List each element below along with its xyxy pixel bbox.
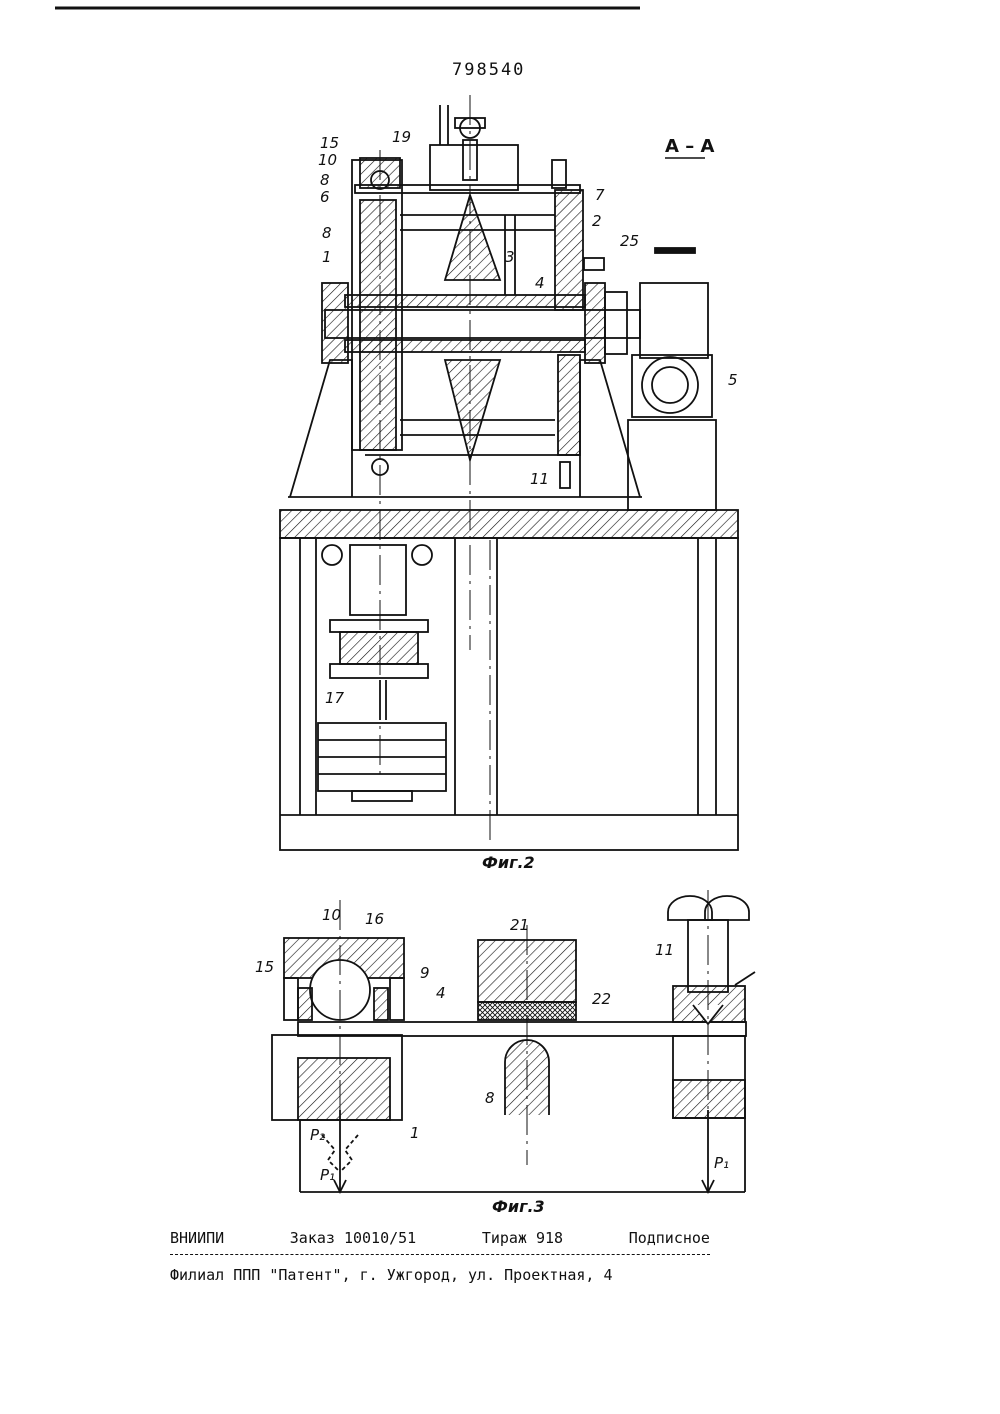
- fig3-label-16: 16: [365, 910, 384, 928]
- fig2-label-4: 4: [535, 274, 545, 292]
- fig2-label-25: 25: [620, 232, 639, 250]
- footer-subscription: Подписное: [629, 1228, 710, 1248]
- footer-order: Заказ 10010/51: [290, 1228, 416, 1248]
- figure-3-caption: Фиг.3: [492, 1197, 545, 1216]
- fig3-label-11: 11: [655, 941, 674, 959]
- fig3-label-4: 4: [436, 984, 446, 1002]
- publication-footer: ВНИИПИ Заказ 10010/51 Тираж 918 Подписно…: [170, 1228, 710, 1285]
- figure-2: [280, 95, 738, 850]
- figure-2-caption: Фиг.2: [482, 853, 535, 872]
- figure-3: [272, 890, 755, 1192]
- fig3-label-10: 10: [322, 906, 341, 924]
- footer-row: ВНИИПИ Заказ 10010/51 Тираж 918 Подписно…: [170, 1228, 710, 1248]
- fig2-label-8a: 8: [320, 171, 330, 189]
- footer-circulation: Тираж 918: [482, 1228, 563, 1248]
- fig2-label-2: 2: [592, 212, 602, 230]
- section-mark: А – А: [665, 136, 714, 157]
- fig3-label-p1-left: P₁: [320, 1166, 335, 1184]
- fig2-label-3: 3: [505, 248, 515, 266]
- footer-address: Филиал ППП "Патент", г. Ужгород, ул. Про…: [170, 1265, 710, 1285]
- fig2-label-7: 7: [595, 186, 605, 204]
- fig2-label-11: 11: [530, 470, 549, 488]
- footer-org: ВНИИПИ: [170, 1228, 224, 1248]
- fig3-label-1: 1: [410, 1124, 420, 1142]
- fig3-label-9: 9: [420, 964, 430, 982]
- footer-divider: [170, 1254, 710, 1255]
- fig2-label-6: 6: [320, 188, 330, 206]
- fig2-label-5: 5: [728, 371, 738, 389]
- fig3-label-22: 22: [592, 990, 611, 1008]
- fig2-label-10: 10: [318, 151, 337, 169]
- fig3-label-15: 15: [255, 958, 274, 976]
- fig2-label-1: 1: [322, 248, 332, 266]
- fig2-label-8b: 8: [322, 224, 332, 242]
- fig3-label-p2: P₂: [310, 1126, 325, 1144]
- fig2-label-15: 15: [320, 134, 339, 152]
- fig3-label-p1-right: P₁: [714, 1154, 729, 1172]
- fig2-label-19: 19: [392, 128, 411, 146]
- fig3-label-21: 21: [510, 916, 529, 934]
- fig3-label-8: 8: [485, 1089, 495, 1107]
- fig2-label-17: 17: [325, 689, 345, 707]
